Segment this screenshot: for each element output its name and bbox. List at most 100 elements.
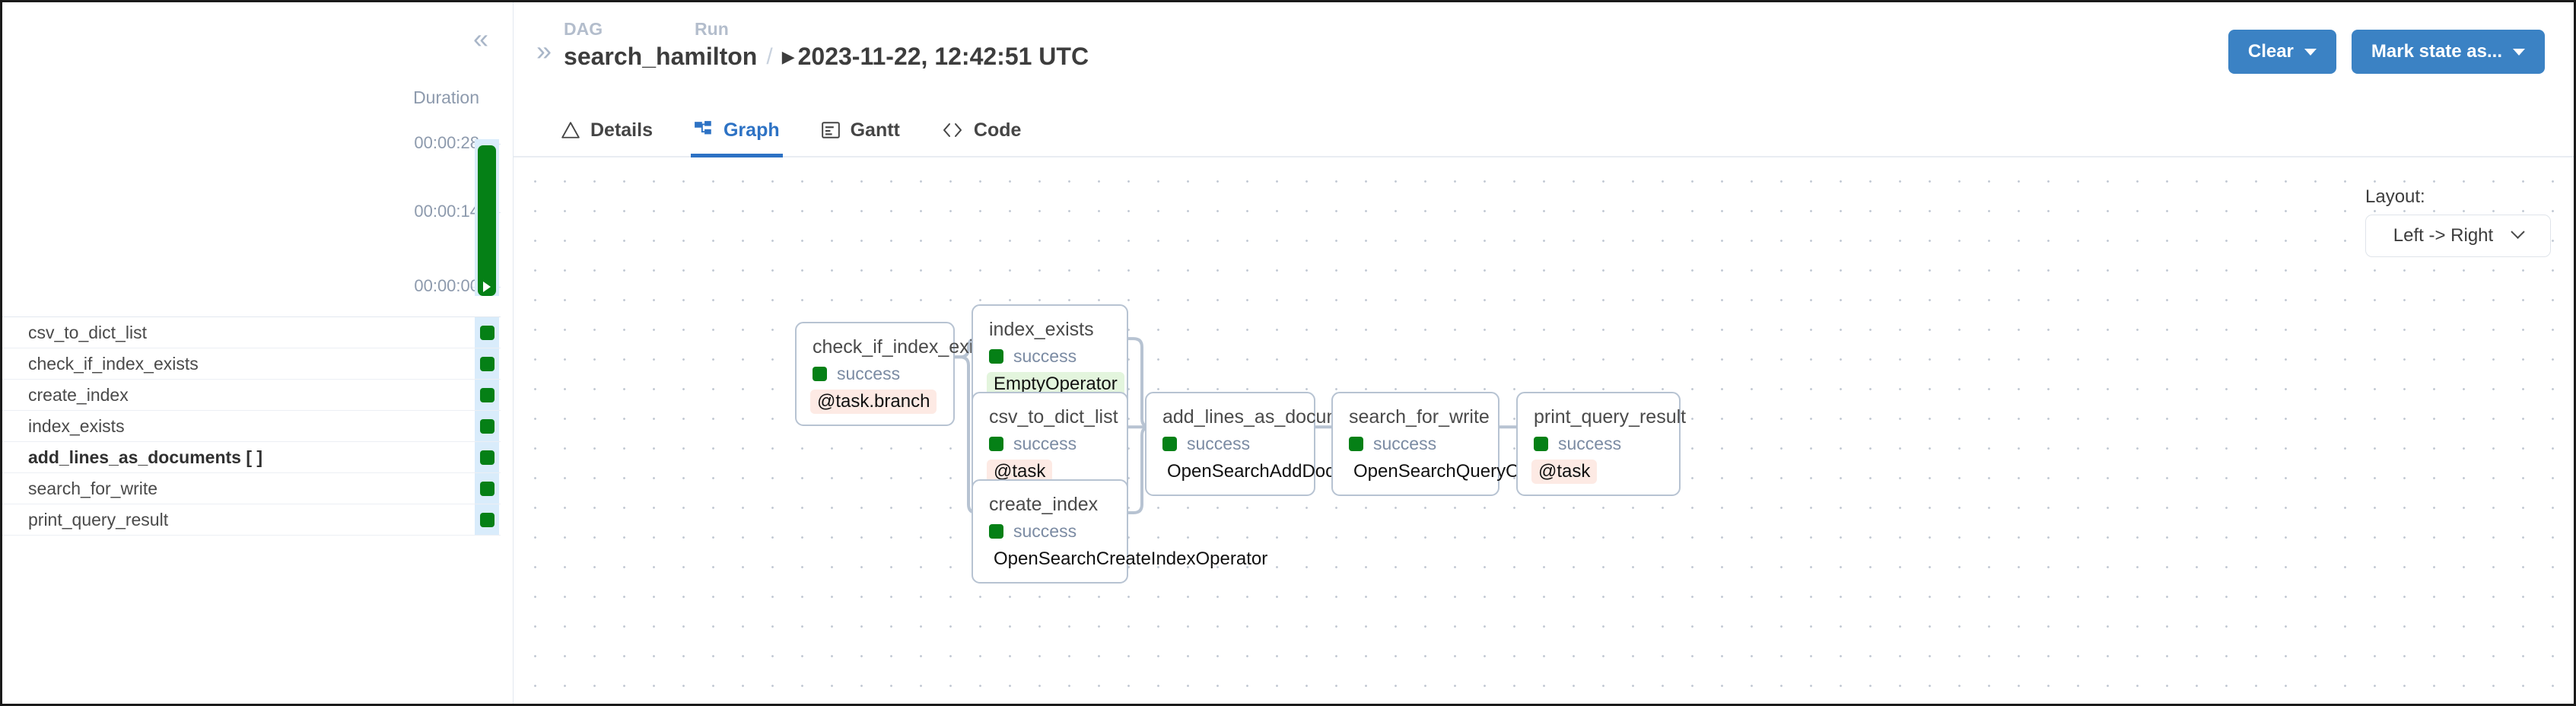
graph-node-operator: @task.branch xyxy=(810,390,937,414)
collapse-sidebar-icon[interactable]: « xyxy=(472,23,488,54)
task-instance-state-cell[interactable] xyxy=(475,380,499,410)
graph-node-status: success xyxy=(1534,434,1663,454)
tab-label: Gantt xyxy=(850,119,900,141)
duration-bar-fill xyxy=(478,145,496,296)
breadcrumb-separator: / xyxy=(766,43,773,69)
layout-control: Layout: Left -> Right xyxy=(2365,186,2551,257)
duration-axis-tick: 00:00:14 xyxy=(414,202,479,221)
status-square-success-icon xyxy=(479,512,495,527)
graph-canvas[interactable]: Layout: Left -> Right check_if_index_exi… xyxy=(514,157,2574,704)
graph-node-title: search_for_write xyxy=(1349,406,1490,428)
graph-node-status: success xyxy=(989,434,1111,454)
status-square-success-icon xyxy=(1534,437,1548,451)
task-instance-state-cell[interactable] xyxy=(475,504,499,535)
page-header: » DAG Run search_hamilton / ▶ 2023-11-22… xyxy=(514,2,2574,104)
task-row-label: index_exists xyxy=(28,415,125,436)
tab-label: Code xyxy=(973,119,1022,141)
task-instance-state-cell[interactable] xyxy=(475,442,499,472)
tab-gantt[interactable]: Gantt xyxy=(821,104,900,156)
graph-node-status: success xyxy=(1162,434,1298,454)
task-row[interactable]: csv_to_dict_list xyxy=(2,317,501,348)
status-square-success-icon xyxy=(479,418,495,434)
breadcrumb: DAG Run search_hamilton / ▶ 2023-11-22, … xyxy=(564,19,1089,71)
duration-axis-tick: 00:00:00 xyxy=(414,276,479,295)
graph-node-status: success xyxy=(1349,434,1482,454)
status-square-success-icon xyxy=(1162,437,1177,451)
graph-node-title: print_query_result xyxy=(1534,406,1687,428)
gantt-chart-icon xyxy=(821,120,841,140)
task-row[interactable]: add_lines_as_documents [ ] xyxy=(2,442,501,473)
duration-axis-tick: 00:00:28 xyxy=(414,133,479,152)
task-row[interactable]: index_exists xyxy=(2,411,501,442)
breadcrumb-dag-label: DAG xyxy=(564,19,603,39)
graph-node-title: index_exists xyxy=(989,319,1094,340)
status-square-success-icon xyxy=(1349,437,1363,451)
graph-node-status-label: success xyxy=(1558,434,1622,453)
task-instance-state-cell[interactable] xyxy=(475,348,499,379)
dag-name-link[interactable]: search_hamilton xyxy=(564,43,758,70)
graph-node-operator: OpenSearchCreateIndexOperator xyxy=(994,549,1268,569)
tab-graph[interactable]: Graph xyxy=(690,104,783,157)
dag-run-duration-bar[interactable] xyxy=(475,139,499,296)
layout-select[interactable]: Left -> Right xyxy=(2365,215,2551,257)
tab-code[interactable]: Code xyxy=(941,104,1022,156)
task-row[interactable]: check_if_index_exists xyxy=(2,348,501,380)
clear-button[interactable]: Clear xyxy=(2228,30,2336,74)
tab-label: Details xyxy=(590,119,653,141)
warning-triangle-icon xyxy=(561,120,580,140)
task-row-label: create_index xyxy=(28,384,129,405)
task-instance-state-cell[interactable] xyxy=(475,411,499,441)
main-panel: » DAG Run search_hamilton / ▶ 2023-11-22… xyxy=(514,2,2574,704)
status-square-success-icon xyxy=(479,450,495,465)
duration-axis-title: Duration xyxy=(413,87,479,107)
mark-state-button-label: Mark state as... xyxy=(2371,41,2502,62)
graph-node-title: add_lines_as_documents [2] xyxy=(1162,406,1405,428)
graph-node-status-label: success xyxy=(1013,346,1077,366)
code-brackets-icon xyxy=(941,120,964,140)
task-row-label: search_for_write xyxy=(28,478,158,498)
layout-select-value: Left -> Right xyxy=(2393,225,2494,246)
tab-bar: Details Graph Gantt Code xyxy=(514,104,2574,157)
graph-node-status: success xyxy=(989,521,1111,542)
task-instance-state-cell[interactable] xyxy=(475,473,499,504)
graph-nodes-icon xyxy=(694,120,714,140)
task-row-label: add_lines_as_documents [ ] xyxy=(28,447,263,467)
graph-node-operator: @task xyxy=(987,460,1053,484)
run-expand-icon[interactable]: ▶ xyxy=(781,46,795,66)
clear-button-label: Clear xyxy=(2247,41,2294,62)
graph-node-status-label: success xyxy=(1187,434,1251,453)
graph-node-title: create_index xyxy=(989,494,1099,515)
status-square-success-icon xyxy=(479,325,495,340)
graph-node-status-label: success xyxy=(1373,434,1437,453)
status-square-success-icon xyxy=(479,356,495,371)
graph-node-status-label: success xyxy=(837,364,901,383)
task-row[interactable]: create_index xyxy=(2,380,501,411)
breadcrumb-run-label: Run xyxy=(695,19,729,39)
task-row-label: check_if_index_exists xyxy=(28,353,199,374)
expand-sidebar-icon[interactable]: » xyxy=(536,35,552,66)
mark-state-button[interactable]: Mark state as... xyxy=(2351,30,2545,74)
tab-label: Graph xyxy=(723,119,780,141)
dag-run-id-link[interactable]: 2023-11-22, 12:42:51 UTC xyxy=(797,43,1089,70)
status-square-success-icon xyxy=(813,367,827,381)
tab-details[interactable]: Details xyxy=(561,104,653,156)
graph-node-title: check_if_index_exists xyxy=(813,336,998,358)
task-row-label: csv_to_dict_list xyxy=(28,322,147,342)
task-instance-state-cell[interactable] xyxy=(475,317,499,348)
graph-node-title: csv_to_dict_list xyxy=(989,406,1118,428)
status-square-success-icon xyxy=(989,437,1003,451)
chevron-down-icon xyxy=(2304,48,2317,56)
status-square-success-icon xyxy=(989,349,1003,364)
status-square-success-icon xyxy=(989,524,1003,539)
chevron-down-icon xyxy=(2511,224,2525,239)
status-square-success-icon xyxy=(479,387,495,402)
task-row[interactable]: print_query_result xyxy=(2,504,501,536)
task-row[interactable]: search_for_write xyxy=(2,473,501,504)
